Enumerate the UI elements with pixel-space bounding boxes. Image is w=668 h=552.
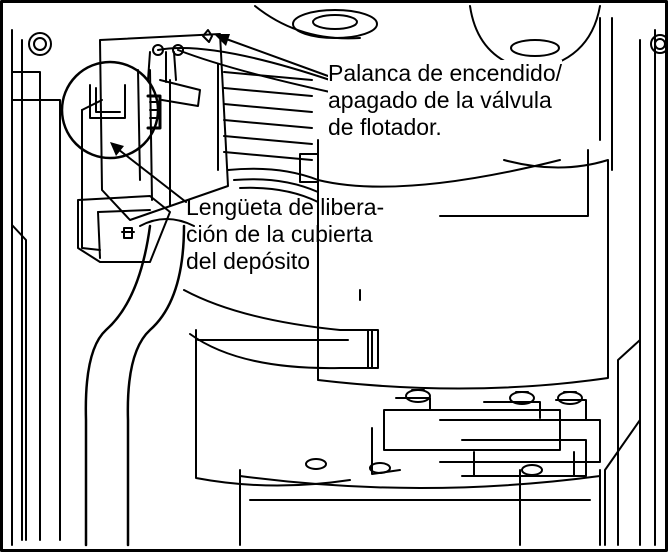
corner-bolt-right [650,34,668,54]
base-bolts [305,389,583,476]
callout-leaders [60,34,589,217]
arrow-float-lever [214,34,230,46]
reservoir-cover-release-tab [81,33,229,251]
pump-base [195,329,601,546]
leader-float-lever-tick [439,149,589,217]
reservoir-cylinder [317,139,609,390]
reservoir-cover-tab-label-line3: del depósito [186,248,311,274]
reservoir-cover-tab-label: Lengüeta de libera- ción de la cubierta … [186,194,384,275]
arrow-release-tab [110,142,124,156]
leader-float-lever [217,35,329,77]
reservoir-cover-tab-label-line2: ción de la cubierta [186,221,373,247]
float-valve-lever [147,29,331,107]
reservoir-cover-tab-label-line1: Lengüeta de libera- [186,194,385,220]
tab-housing [77,195,171,263]
detail-circle [60,60,160,160]
float-valve-lever-label-line2: apagado de la válvula [328,87,552,113]
float-valve-lever-label-line3: de flotador. [328,114,442,140]
drain-hose [84,218,379,547]
leader-release-tab [113,145,187,203]
float-valve-lever-label: Palanca de encendido/ apagado de la válv… [328,60,563,141]
cabinet-outline [11,17,656,546]
float-valve-lever-label-line1: Palanca de encendido/ [328,60,563,86]
vent-panel [217,63,319,203]
corner-bolt-left [28,32,52,56]
